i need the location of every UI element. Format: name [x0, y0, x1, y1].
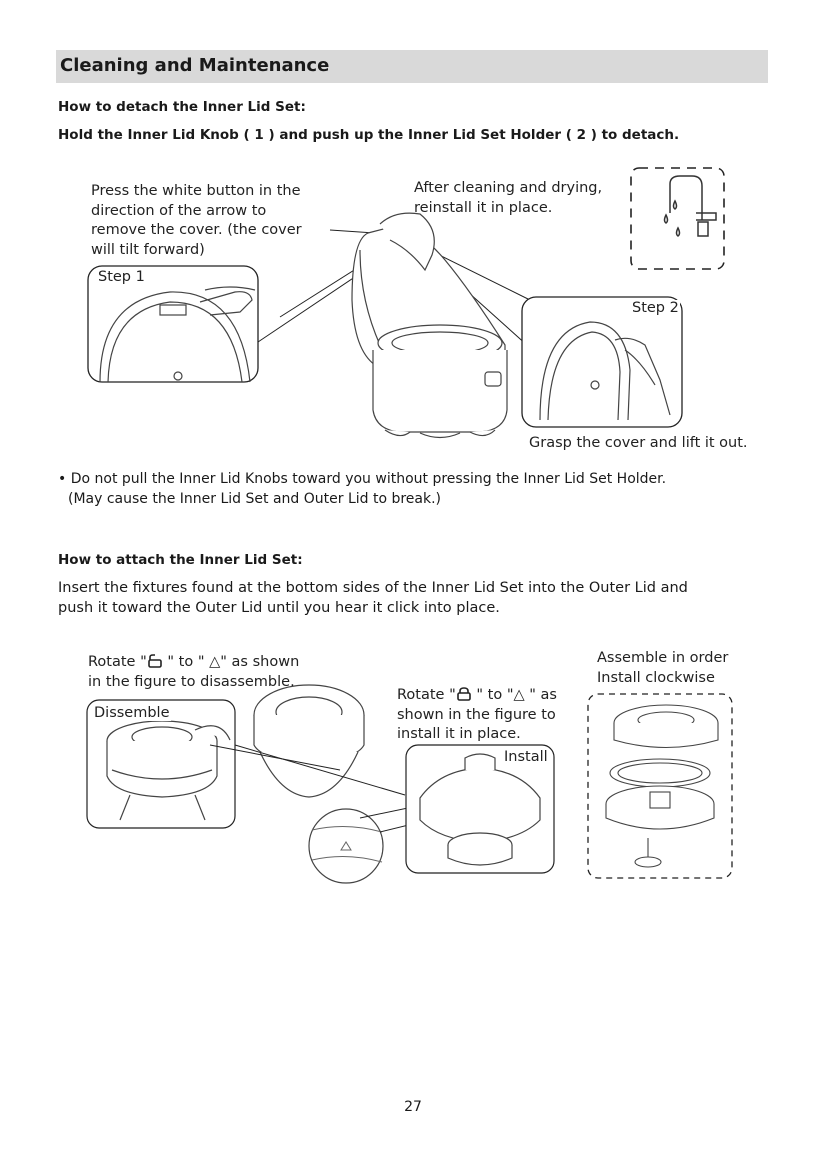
warning-line1: • Do not pull the Inner Lid Knobs toward… — [58, 471, 667, 487]
triangle-icon: △ — [513, 687, 525, 703]
step1-box — [87, 265, 259, 383]
disassemble-label: Dissemble — [93, 705, 171, 721]
faucet-icon — [663, 175, 717, 237]
section-header-bar — [56, 50, 768, 83]
faucet-dashed-box — [630, 167, 725, 270]
detach-heading: How to detach the Inner Lid Set: — [58, 99, 306, 115]
zoom-circle — [308, 808, 384, 884]
unlock-icon — [147, 654, 163, 668]
rice-cooker-illustration — [351, 212, 508, 439]
section-title: Cleaning and Maintenance — [60, 55, 330, 76]
step2-lid-illustration — [539, 321, 671, 421]
lock-icon — [456, 687, 472, 701]
outer-lid-illustration — [253, 684, 365, 798]
callout-rotate-install: Rotate " " to "△ " as shown in the figur… — [397, 687, 557, 742]
warning-line2: (May cause the Inner Lid Set and Outer L… — [68, 491, 442, 507]
step2-box — [521, 296, 683, 428]
attach-heading: How to attach the Inner Lid Set: — [58, 552, 303, 568]
grasp-caption: Grasp the cover and lift it out. — [529, 435, 748, 451]
step2-label: Step 2 — [631, 300, 680, 316]
detach-instruction: Hold the Inner Lid Knob ( 1 ) and push u… — [58, 127, 680, 143]
install-label: Install — [503, 749, 549, 765]
attach-instruction-line1: Insert the fixtures found at the bottom … — [58, 580, 688, 596]
callout-rotate-disassemble: Rotate " " to " △" as shown in the figur… — [88, 654, 300, 690]
step1-lid-illustration — [99, 286, 256, 383]
attach-instruction-line2: push it toward the Outer Lid until you h… — [58, 600, 500, 616]
install-lid-illustration — [419, 753, 541, 866]
callout-reinstall: After cleaning and drying, reinstall it … — [414, 180, 603, 216]
page-number: 27 — [404, 1099, 422, 1115]
disassemble-lid-illustration — [106, 720, 231, 821]
callout-press-button: Press the white button in the direction … — [91, 183, 302, 258]
assemble-caption: Assemble in order Install clockwise — [597, 650, 729, 686]
assemble-dashed-box — [587, 693, 733, 879]
assemble-parts-illustration — [605, 704, 719, 868]
triangle-icon: △ — [209, 654, 221, 670]
step1-label: Step 1 — [97, 269, 146, 285]
